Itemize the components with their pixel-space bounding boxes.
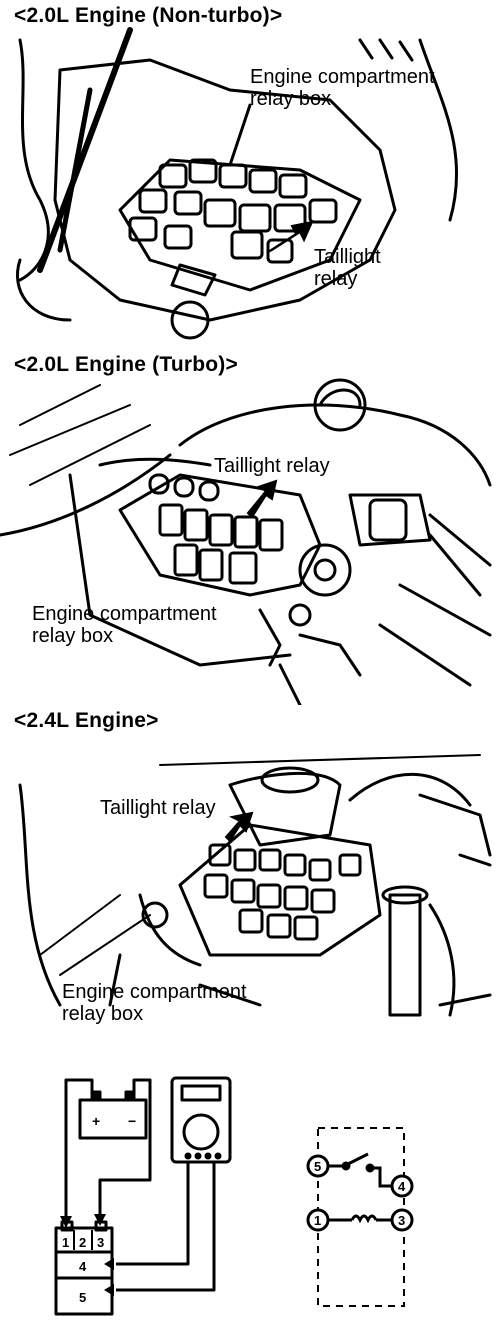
turbo-relay-box-label: Engine compartment relay box — [32, 603, 217, 647]
non-turbo-taillight-label: Taillight relay — [314, 246, 381, 290]
heading-24l: <2.4L Engine> — [14, 709, 159, 732]
panel-test-diagrams: + − 1 2 3 4 5 5 4 1 3 — [0, 1050, 496, 1320]
non-turbo-engine-illustration — [15, 27, 459, 340]
24l-taillight-label: Taillight relay — [100, 797, 216, 819]
heading-turbo: <2.0L Engine (Turbo)> — [14, 353, 238, 376]
battery-plus-label: + — [92, 1113, 100, 1129]
non-turbo-relay-box-label: Engine compartment relay box — [250, 66, 435, 110]
schematic-terminal-5: 5 — [314, 1159, 321, 1174]
multimeter — [170, 1076, 232, 1164]
panel-turbo: <2.0L Engine (Turbo)> — [0, 345, 496, 705]
schematic-terminal-1: 1 — [314, 1213, 321, 1228]
schematic-terminal-3: 3 — [398, 1213, 405, 1228]
panel-24l: <2.4L Engine> — [0, 705, 496, 1050]
relay-pin-5: 5 — [79, 1290, 86, 1305]
battery-minus-label: − — [128, 1113, 136, 1129]
turbo-engine-illustration — [0, 378, 492, 705]
relay-test-circuit: + − 1 2 3 4 5 — [54, 1076, 232, 1316]
relay-pin-3: 3 — [97, 1235, 104, 1250]
relay-pin-1: 1 — [62, 1235, 69, 1250]
battery — [78, 1098, 148, 1140]
panel-non-turbo: <2.0L Engine (Non-turbo)> — [0, 0, 496, 345]
relay-pin-4: 4 — [79, 1259, 87, 1274]
schematic-terminal-4: 4 — [398, 1179, 406, 1194]
relay-under-test — [54, 1226, 114, 1316]
heading-non-turbo: <2.0L Engine (Non-turbo)> — [14, 4, 283, 27]
24l-engine-illustration — [18, 754, 492, 1017]
relay-pin-2: 2 — [79, 1235, 86, 1250]
turbo-taillight-label: Taillight relay — [214, 455, 330, 477]
24l-relay-box-label: Engine compartment relay box — [62, 981, 247, 1025]
